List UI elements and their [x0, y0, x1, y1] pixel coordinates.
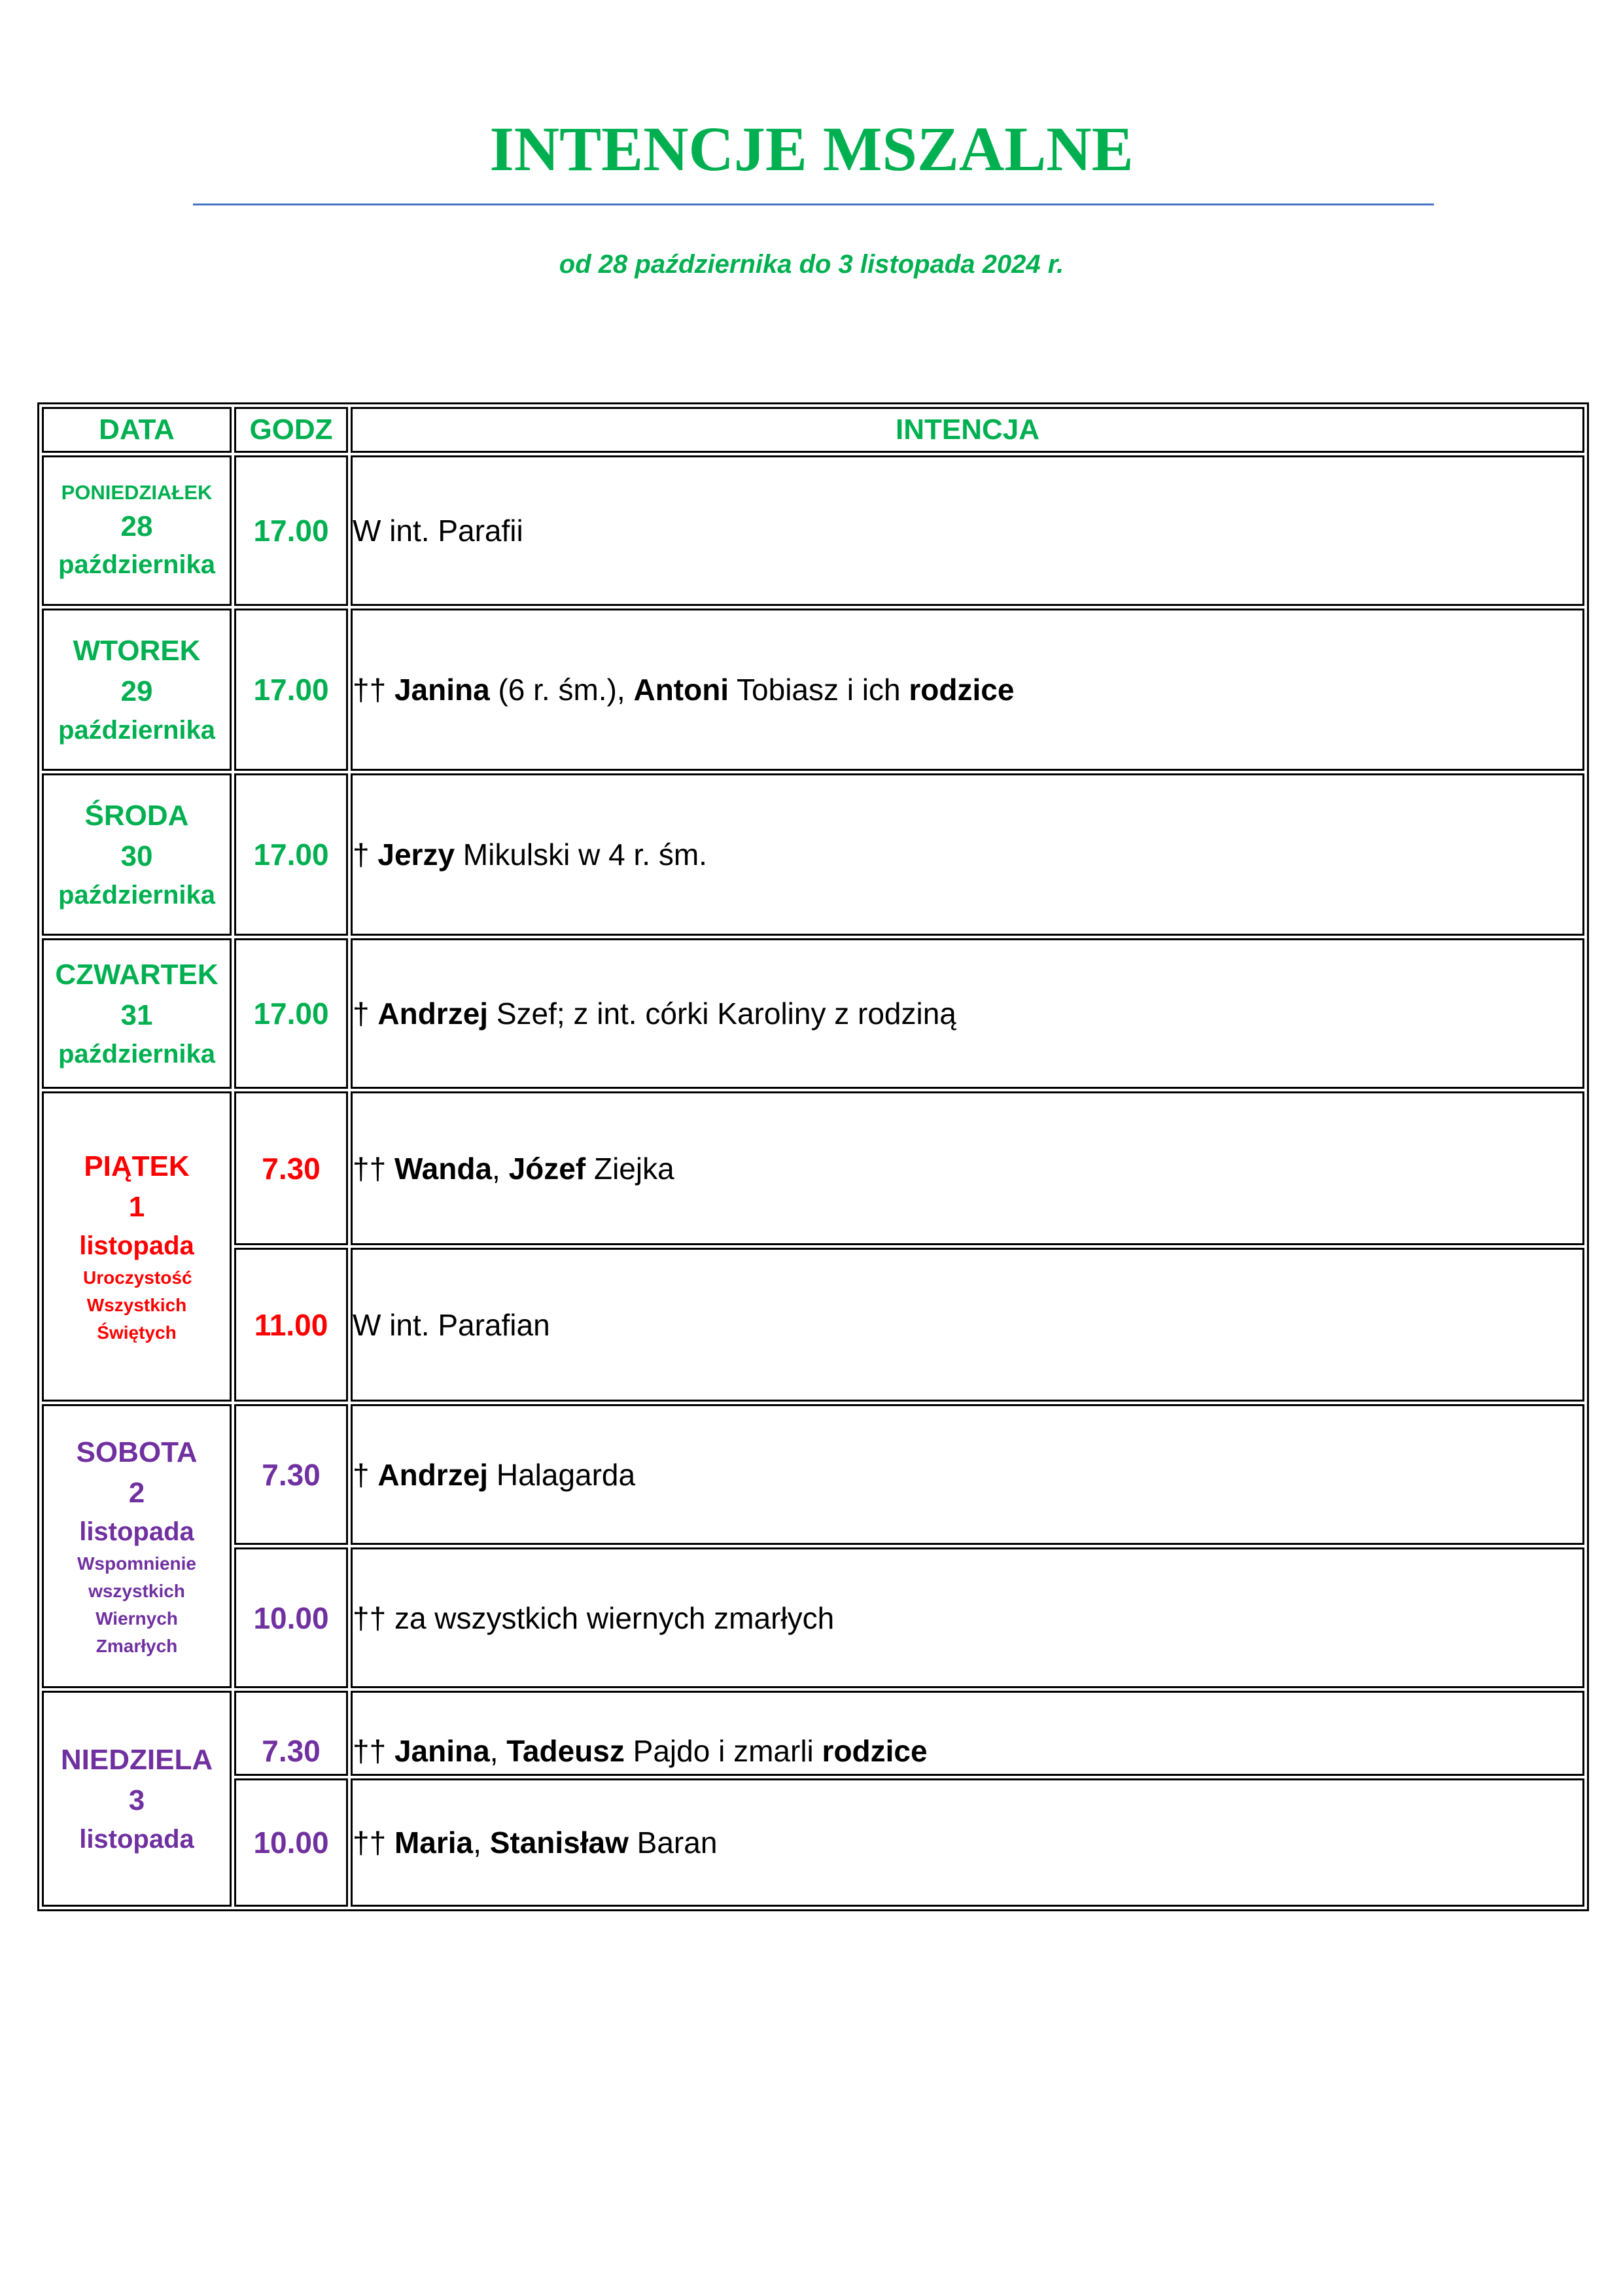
mass-time: 17.00: [234, 773, 348, 936]
mass-intention: † Jerzy Mikulski w 4 r. śm.: [351, 773, 1584, 936]
day-name: NIEDZIELA: [60, 1744, 213, 1776]
mass-time: 17.00: [234, 455, 348, 606]
intention-text: †† Maria, Stanisław Baran: [353, 1826, 718, 1860]
mass-intention: †† Janina (6 r. śm.), Antoni Tobiasz i i…: [351, 609, 1584, 771]
day-cell-sunday: NIEDZIELA 3 listopada: [42, 1691, 232, 1907]
intention-text: † Andrzej Szef; z int. córki Karoliny z …: [353, 997, 956, 1031]
mass-time: 10.00: [234, 1778, 348, 1907]
intention-text: †† Janina (6 r. śm.), Antoni Tobiasz i i…: [353, 673, 1015, 707]
mass-intention: W int. Parafian: [351, 1248, 1584, 1402]
mass-intention: † Andrzej Szef; z int. córki Karoliny z …: [351, 938, 1584, 1089]
day-month: listopada: [79, 1517, 194, 1546]
day-number: 28: [120, 510, 153, 542]
column-header-intention: INTENCJA: [351, 407, 1584, 453]
day-name: SOBOTA: [76, 1436, 198, 1469]
table-row: NIEDZIELA 3 listopada 7.30 †† Janina, Ta…: [42, 1691, 1584, 1907]
title-underline: [193, 203, 1434, 205]
mass-intention: †† Wanda, Józef Ziejka: [351, 1091, 1584, 1245]
table-row: 10.00 †† za wszystkich wiernych zmarłych: [42, 1547, 1584, 1688]
table-row: PIĄTEK 1 listopada Uroczystość Wszystkic…: [42, 1091, 1584, 1402]
table-row: CZWARTEK 31 października 17.00 † Andrzej…: [42, 938, 1584, 1089]
day-cell-saturday: SOBOTA 2 listopada Wspomnienie wszystkic…: [42, 1404, 232, 1688]
day-month: października: [58, 880, 216, 910]
day-number: 30: [120, 840, 153, 872]
table-row: SOBOTA 2 listopada Wspomnienie wszystkic…: [42, 1404, 1584, 1688]
day-month: października: [58, 550, 216, 580]
date-range-subtitle: od 28 października do 3 listopada 2024 r…: [559, 250, 1064, 279]
day-number: 29: [120, 675, 153, 707]
day-number: 31: [120, 999, 153, 1031]
day-name: PONIEDZIAŁEK: [61, 480, 213, 504]
day-cell-wednesday: ŚRODA 30 października: [42, 773, 232, 936]
intention-text: †† Wanda, Józef Ziejka: [353, 1151, 674, 1186]
day-cell-tuesday: WTOREK 29 października: [42, 609, 232, 771]
mass-intention: † Andrzej Halagarda: [351, 1404, 1584, 1545]
mass-time: 7.30: [234, 1691, 348, 1776]
day-number: 3: [128, 1784, 145, 1816]
day-month: listopada: [79, 1231, 194, 1260]
mass-time: 7.30: [234, 1091, 348, 1245]
column-header-hour: GODZ: [234, 407, 348, 453]
mass-intentions-table: DATA GODZ INTENCJA PONIEDZIAŁEK 28 paźdz…: [37, 402, 1589, 1911]
mass-intention: †† za wszystkich wiernych zmarłych: [351, 1547, 1584, 1688]
table-header-row: DATA GODZ INTENCJA: [42, 407, 1584, 453]
day-month: listopada: [79, 1824, 194, 1854]
mass-intention: †† Janina, Tadeusz Pajdo i zmarli rodzic…: [351, 1691, 1584, 1776]
day-cell-monday: PONIEDZIAŁEK 28 października: [42, 455, 232, 606]
intention-text: † Jerzy Mikulski w 4 r. śm.: [353, 838, 707, 872]
table-row: 10.00 †† Maria, Stanisław Baran: [42, 1778, 1584, 1907]
day-cell-friday: PIĄTEK 1 listopada Uroczystość Wszystkic…: [42, 1091, 232, 1402]
mass-time: 17.00: [234, 938, 348, 1089]
day-name: CZWARTEK: [55, 959, 218, 991]
column-header-date: DATA: [42, 407, 232, 453]
table-row: 11.00 W int. Parafian: [42, 1248, 1584, 1402]
intention-text: W int. Parafii: [353, 514, 523, 548]
feast-name: Wspomnienie wszystkich Wiernych Zmarłych: [77, 1553, 196, 1656]
table-row: WTOREK 29 października 17.00 †† Janina (…: [42, 609, 1584, 771]
day-month: października: [58, 715, 216, 745]
table-row: ŚRODA 30 października 17.00 † Jerzy Miku…: [42, 773, 1584, 936]
table-row: PONIEDZIAŁEK 28 października 17.00 W int…: [42, 455, 1584, 606]
intention-text: †† za wszystkich wiernych zmarłych: [353, 1600, 835, 1635]
intention-text: † Andrzej Halagarda: [353, 1457, 636, 1492]
feast-name: Uroczystość Wszystkich Świętych: [83, 1267, 192, 1343]
mass-time: 7.30: [234, 1404, 348, 1545]
day-name: PIĄTEK: [84, 1150, 190, 1183]
day-number: 1: [128, 1191, 145, 1223]
day-name: WTOREK: [73, 635, 201, 667]
intention-text: †† Janina, Tadeusz Pajdo i zmarli rodzic…: [353, 1734, 928, 1768]
day-cell-thursday: CZWARTEK 31 października: [42, 938, 232, 1089]
mass-time: 10.00: [234, 1547, 348, 1688]
mass-intention: W int. Parafii: [351, 455, 1584, 606]
day-month: października: [58, 1039, 216, 1069]
mass-time: 17.00: [234, 609, 348, 771]
mass-time: 11.00: [234, 1248, 348, 1402]
mass-intention: †† Maria, Stanisław Baran: [351, 1778, 1584, 1907]
day-number: 2: [128, 1477, 145, 1509]
intention-text: W int. Parafian: [353, 1307, 550, 1342]
page-title: INTENCJE MSZALNE: [489, 114, 1134, 184]
day-name: ŚRODA: [84, 800, 189, 832]
